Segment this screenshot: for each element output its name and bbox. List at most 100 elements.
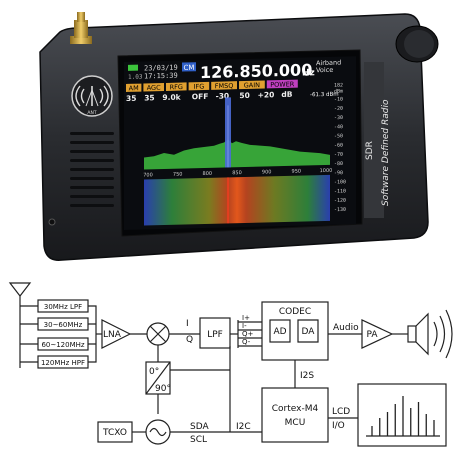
scale-label: -130: [334, 207, 346, 213]
speaker-icon: [407, 309, 453, 359]
setting-tab-bg: [126, 83, 142, 92]
grille-slot: [70, 150, 114, 153]
setting-tab[interactable]: FMSQ: [215, 82, 234, 90]
filter-120hpf: 120MHz HPF: [41, 359, 85, 367]
setting-value: 9.0k: [162, 93, 181, 102]
date-label: 23/03/19: [144, 64, 178, 73]
i2s-label: I2S: [300, 371, 314, 381]
dbm-scale: -10-20-30-40-50-60-70-80-90-100-110-120-…: [334, 97, 346, 214]
scale-label: -40: [334, 124, 343, 130]
iq-i-label: I: [186, 319, 189, 329]
grille-slot: [70, 132, 114, 135]
setting-value: 50: [239, 91, 249, 100]
scale-top: 182: [334, 83, 343, 89]
setting-tab[interactable]: POWER: [270, 80, 295, 89]
screen: 23/03/19 17:15:39 1.03 CM 126.850.000 Hz…: [124, 56, 356, 230]
setting-tab-bg: [211, 81, 237, 90]
setting-value: 35: [144, 93, 154, 102]
iq-in-3: Q+: [242, 330, 254, 338]
freq-tick: 700: [143, 172, 153, 178]
grille-slot: [70, 204, 114, 207]
setting-tab-bg: [143, 82, 164, 92]
setting-tab[interactable]: AM: [129, 84, 139, 92]
setting-value: +20: [258, 90, 275, 99]
mcu-line2: MCU: [285, 418, 306, 428]
i2c-label: I2C: [236, 422, 251, 432]
setting-tab-bg: [266, 79, 298, 89]
lna-block: LNA: [101, 319, 148, 349]
scale-label: -70: [334, 152, 343, 158]
scale-unit: dBm: [334, 89, 343, 95]
side-label: SDR: [365, 141, 375, 160]
mcu-line1: Cortex-M4: [272, 404, 319, 414]
filter-30-60: 30~60MHz: [44, 321, 83, 329]
waterfall: [144, 174, 330, 226]
iq-in-1: I+: [242, 314, 250, 322]
scale-label: -120: [334, 198, 346, 204]
antenna-logo-icon: ANT: [71, 75, 113, 117]
filter-60-120: 60~120MHz: [41, 341, 84, 349]
battery-icon: [128, 64, 138, 71]
codec-da: DA: [302, 327, 316, 337]
pa-block: PA: [361, 319, 408, 349]
setting-tab-bg: [188, 81, 210, 91]
iq-in-4: Q-: [242, 338, 251, 346]
setting-value: dB: [281, 90, 292, 99]
setting-tab[interactable]: AGC: [147, 84, 161, 92]
iq-in-2: I-: [242, 322, 247, 330]
codec-ad: AD: [273, 327, 286, 337]
tuning-knob[interactable]: [395, 25, 439, 63]
lpf-block: LPF: [199, 317, 238, 349]
version-label: 1.03: [128, 74, 143, 81]
codec-block: CODEC AD DA Audio: [261, 301, 362, 361]
scl-label: SCL: [190, 435, 207, 445]
phase-0-label: 0°: [149, 367, 159, 377]
grille-slot: [70, 141, 114, 144]
io-label: I/O: [332, 421, 345, 431]
filter-30lpf: 30MHz LPF: [44, 303, 82, 311]
freq-tick: 750: [173, 172, 183, 178]
sda-label: SDA: [190, 422, 209, 432]
freq-tick: 900: [262, 169, 272, 175]
antenna-symbol: [8, 282, 32, 368]
setting-tab[interactable]: GAIN: [244, 81, 260, 89]
scale-label: -50: [334, 133, 343, 139]
frequency-display: 126.850.000: [200, 60, 312, 82]
phase-shifter: 0° 90°: [145, 346, 231, 414]
scale-label: -20: [334, 106, 343, 112]
freq-tick: 800: [203, 171, 213, 177]
oscillator-symbol: [145, 419, 262, 445]
brand-label: Software Defined Radio: [381, 99, 391, 206]
setting-value: -61.3 dBm: [310, 92, 339, 99]
tcxo-block: TCXO: [97, 421, 146, 443]
setting-tab-bg: [239, 80, 265, 90]
band-sublabel: Voice: [316, 66, 333, 74]
codec-title: CODEC: [279, 307, 311, 317]
spectrum-bars: [371, 396, 435, 436]
side-button[interactable]: [48, 218, 56, 226]
pa-label: PA: [366, 330, 378, 340]
iq-q-label: Q: [186, 335, 193, 345]
setting-tab-bg: [166, 82, 187, 91]
tcxo-label: TCXO: [102, 428, 127, 438]
block-diagram: 30MHz LPF 30~60MHz 60~120MHz 120MHz HPF …: [8, 282, 453, 447]
lcd-label: LCD: [332, 407, 350, 417]
mixer-symbol: [146, 322, 200, 362]
lpf-label: LPF: [207, 330, 223, 340]
mcu-block: Cortex-M4 MCU: [261, 387, 329, 443]
frequency-unit: Hz: [302, 68, 315, 78]
setting-value: 35: [126, 94, 136, 103]
scale-label: -90: [334, 170, 343, 176]
freq-tick: 850: [232, 170, 242, 176]
scale-label: -10: [334, 97, 343, 103]
scale-label: -110: [334, 188, 346, 194]
scale-label: -80: [334, 161, 343, 167]
band-label: Airband: [316, 59, 341, 68]
setting-tab[interactable]: RFG: [170, 83, 183, 91]
scale-label: -100: [334, 179, 346, 185]
phase-90-label: 90°: [155, 384, 171, 394]
setting-tab[interactable]: IFG: [194, 82, 205, 90]
grille-slot: [70, 168, 114, 171]
